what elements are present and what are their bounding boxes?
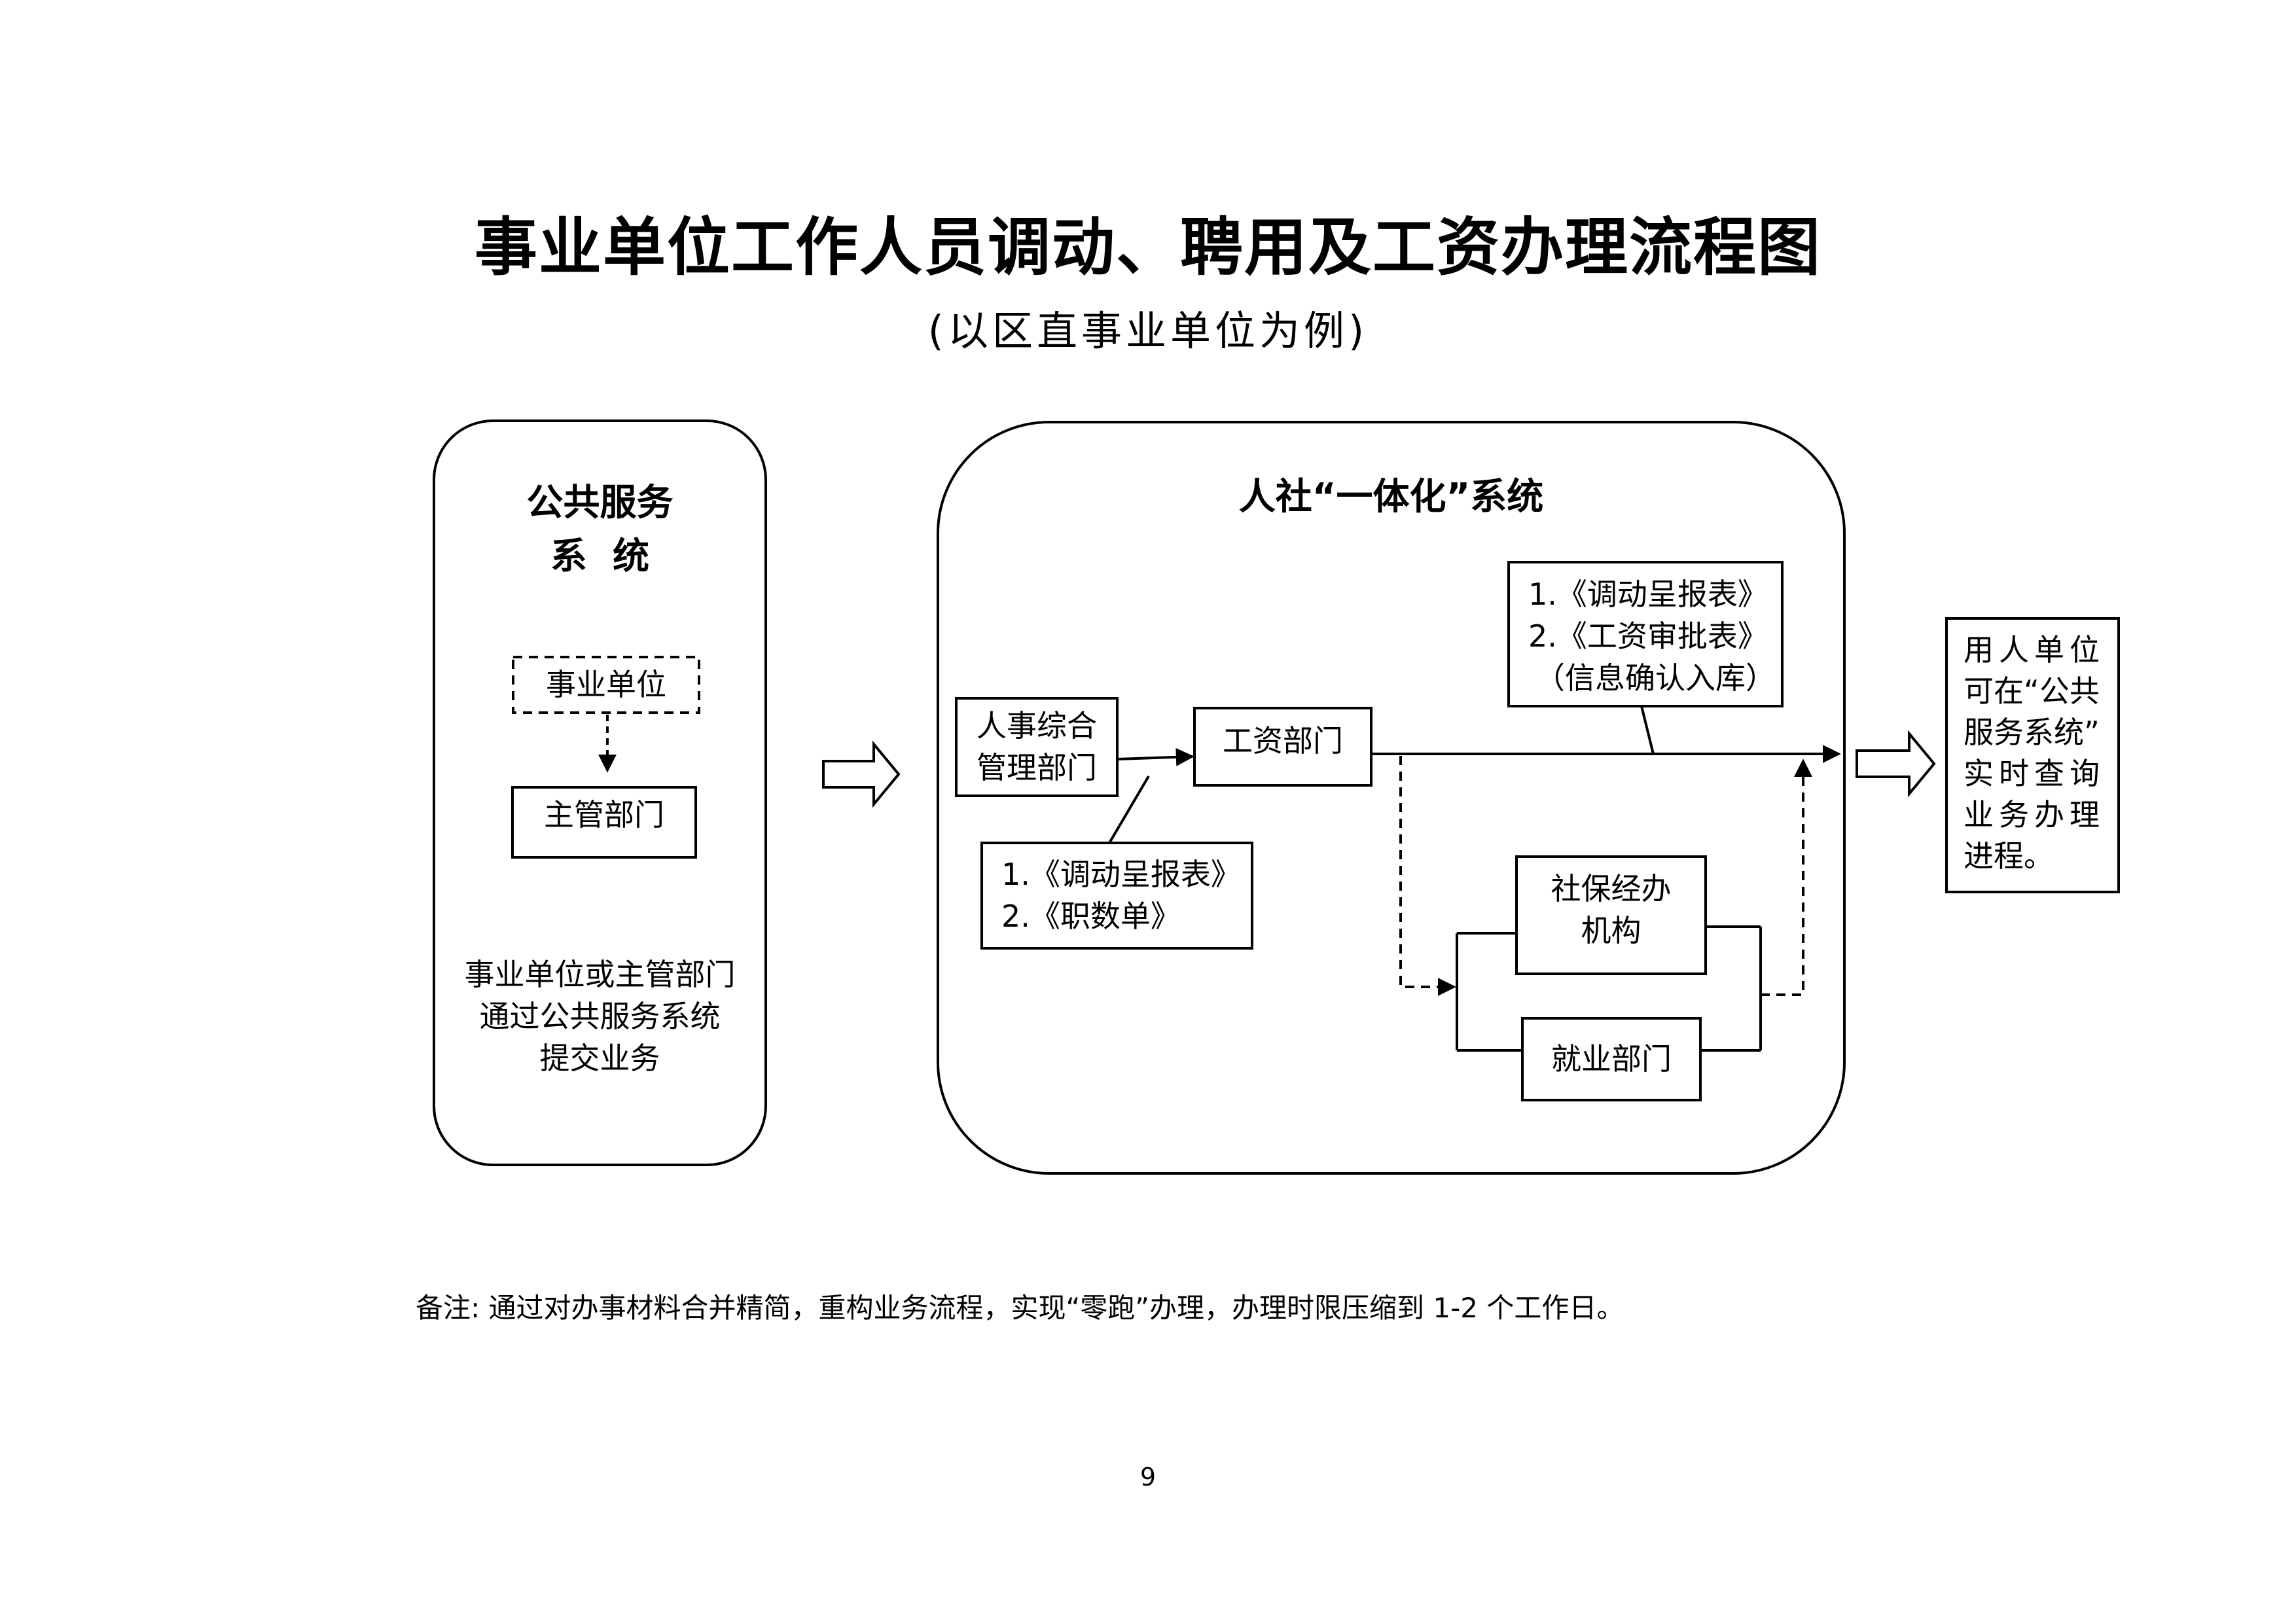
wage-docs-leader xyxy=(1640,705,1655,755)
wage-doc-line: （信息确认入库） xyxy=(1535,660,1776,696)
public-system-title: 公共服务 系 统 xyxy=(434,476,766,584)
hr-system-container xyxy=(937,421,1846,1175)
employer-box-label: 用人单位 可在“公共 服务系统” 实时查询 业务办理 进程。 xyxy=(1964,630,2114,877)
public-system-description: 事业单位或主管部门 通过公共服务系统 提交业务 xyxy=(434,954,766,1079)
wage-docs-box xyxy=(1507,561,1784,707)
employer-line: 实时查询 xyxy=(1964,756,2105,791)
wage-to-branch-arrow xyxy=(1371,753,1456,996)
public-system-title-line: 公共服务 xyxy=(526,482,673,524)
employment-label: 就业部门 xyxy=(1551,1041,1672,1077)
social-security-label: 社保经办 机构 xyxy=(1516,868,1706,952)
unit-box-label: 事业单位 xyxy=(546,667,666,702)
employer-line: 业务办理 xyxy=(1964,797,2105,832)
wage-dept-label: 工资部门 xyxy=(1223,723,1343,758)
page-number: 9 xyxy=(1139,1463,1157,1491)
employer-line: 服务系统” xyxy=(1964,715,2100,750)
dept-box-label: 主管部门 xyxy=(544,797,664,832)
unit-box xyxy=(512,656,700,714)
public-system-title-line: 系 统 xyxy=(550,535,649,578)
social-security-line: 机构 xyxy=(1581,913,1641,948)
description-line: 事业单位或主管部门 xyxy=(464,957,736,992)
description-line: 提交业务 xyxy=(539,1041,660,1076)
social-security-box xyxy=(1515,855,1707,975)
employer-line: 进程。 xyxy=(1964,838,2054,874)
dept-box xyxy=(511,786,697,859)
wage-docs-label: 1.《调动呈报表》 2.《工资审批表》 （信息确认入库） xyxy=(1528,573,1777,699)
hr-docs-leader xyxy=(1108,775,1150,844)
wage-doc-line: 1.《调动呈报表》 xyxy=(1528,577,1768,612)
employer-line: 可在“公共 xyxy=(1964,673,2100,709)
hr-system-title: 人社“一体化”系统 xyxy=(1238,476,1544,518)
employer-box xyxy=(1945,617,2120,893)
hr-doc-line: 1.《调动呈报表》 xyxy=(1001,857,1241,892)
hr-dept-line: 管理部门 xyxy=(977,750,1097,785)
footnote: 备注: 通过对办事材料合并精简，重构业务流程，实现“零跑”办理，办理时限压缩到 … xyxy=(416,1292,1624,1324)
wage-dept-box xyxy=(1193,707,1372,787)
return-arrow xyxy=(1761,758,1812,996)
description-line: 通过公共服务系统 xyxy=(479,999,721,1034)
page-subtitle: (以区直事业单位为例) xyxy=(927,307,1369,355)
hr-dept-line: 人事综合 xyxy=(977,708,1097,743)
hr-to-wage-arrow xyxy=(1117,747,1194,766)
block-arrow-right xyxy=(1856,730,1936,798)
hr-dept-box xyxy=(955,697,1119,797)
employer-line: 用人单位 xyxy=(1964,632,2105,668)
social-security-line: 社保经办 xyxy=(1551,871,1672,906)
hr-doc-line: 2.《职数单》 xyxy=(1001,899,1181,934)
hr-docs-box xyxy=(980,842,1253,950)
hr-dept-label: 人事综合 管理部门 xyxy=(956,705,1117,789)
public-service-container xyxy=(433,419,767,1166)
employment-box xyxy=(1521,1017,1702,1101)
page-title: 事业单位工作人员调动、聘用及工资办理流程图 xyxy=(475,210,1821,284)
block-arrow-left xyxy=(822,740,901,808)
hr-docs-label: 1.《调动呈报表》 2.《职数单》 xyxy=(1001,853,1250,937)
wage-doc-line: 2.《工资审批表》 xyxy=(1528,618,1768,654)
